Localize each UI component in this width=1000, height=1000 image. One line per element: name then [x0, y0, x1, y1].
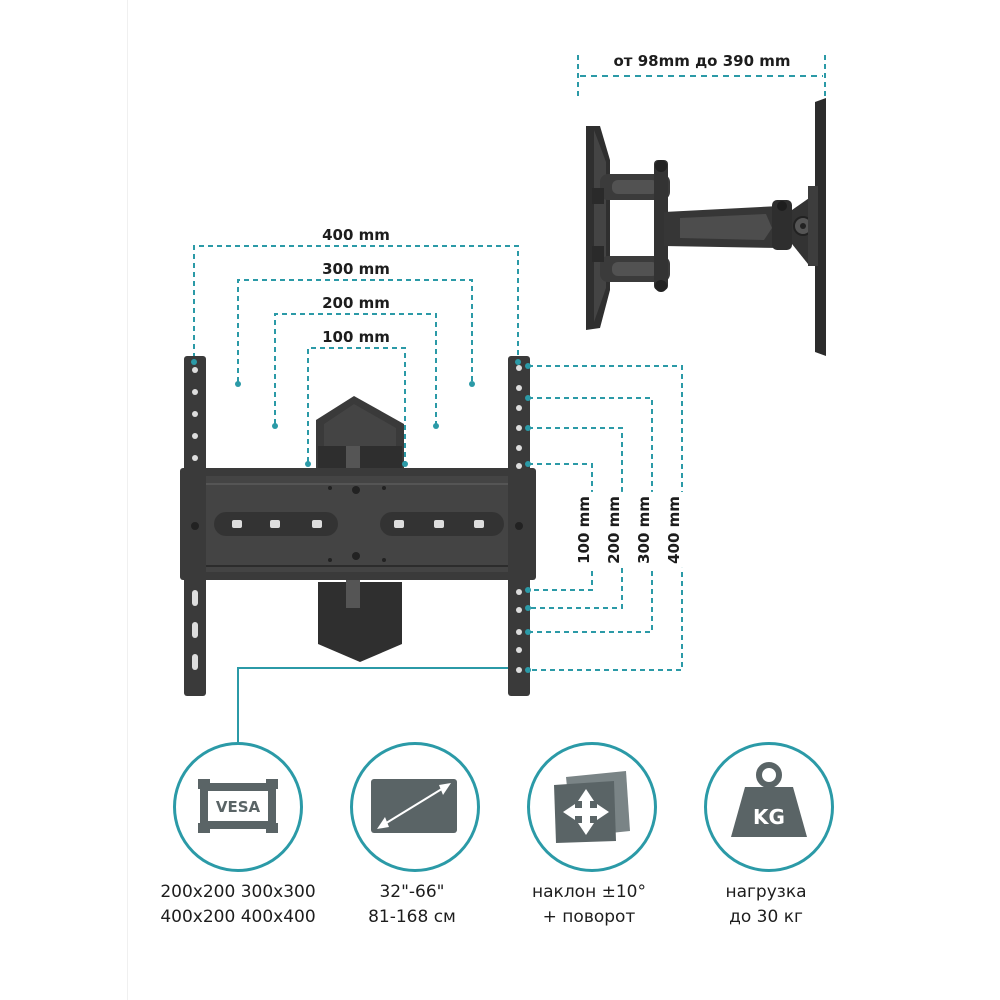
weight-icon-text: KG: [753, 805, 785, 829]
vesa-caption-line2: 400x200 400x400: [160, 907, 316, 927]
vesa-caption-line1: 200x200 300x300: [160, 882, 316, 902]
weight-feature-circle: KG: [704, 742, 834, 872]
vesa-feature-circle: VESA: [173, 742, 303, 872]
spacing-label-300-vertical: 300 mm: [635, 492, 653, 568]
front-mounting-plate: [180, 468, 536, 580]
tilt-caption-line2: + поворот: [542, 907, 636, 927]
left-vertical-rail: [184, 356, 206, 696]
dimension-endpoint-dots: [191, 359, 531, 673]
weight-caption: нагрузка до 30 кг: [666, 880, 866, 930]
weight-icon: KG: [731, 762, 807, 837]
vesa-icon: VESA: [198, 779, 278, 833]
tilt-caption: наклон ±10° + поворот: [489, 880, 689, 930]
spacing-label-400-vertical: 400 mm: [665, 492, 683, 568]
diagonal-feature-circle: [350, 742, 480, 872]
weight-caption-line2: до 30 кг: [729, 907, 803, 927]
wall-distance-dimension: [577, 55, 826, 97]
tilt-caption-line1: наклон ±10°: [532, 882, 646, 902]
side-arms: [592, 160, 792, 292]
tilt-feature-circle: [527, 742, 657, 872]
vesa-caption: 200x200 300x300 400x200 400x400: [138, 880, 338, 930]
right-vertical-rail: [508, 356, 530, 696]
page-divider: [127, 0, 128, 1000]
horizontal-dimension-lines: [193, 245, 519, 462]
front-arm-block: [316, 396, 404, 662]
screen-diagonal-icon: [371, 779, 457, 833]
spacing-label-400-horizontal: 400 mm: [318, 226, 394, 244]
diagonal-caption-line1: 32"-66": [379, 882, 445, 902]
spacing-label-100-horizontal: 100 mm: [318, 328, 394, 346]
spacing-label-200-horizontal: 200 mm: [318, 294, 394, 312]
wall-distance-label: от 98mm до 390 mm: [609, 52, 795, 70]
side-tv-plate: [808, 98, 826, 356]
spacing-label-300-horizontal: 300 mm: [318, 260, 394, 278]
weight-caption-line1: нагрузка: [725, 882, 807, 902]
diagonal-caption-line2: 81-168 см: [368, 907, 456, 927]
vesa-leader-line: [237, 667, 522, 742]
vesa-icon-text: VESA: [216, 798, 261, 816]
spacing-label-200-vertical: 200 mm: [605, 492, 623, 568]
tilt-rotate-icon: [554, 771, 630, 843]
diagonal-caption: 32"-66" 81-168 см: [312, 880, 512, 930]
spacing-label-100-vertical: 100 mm: [575, 492, 593, 568]
